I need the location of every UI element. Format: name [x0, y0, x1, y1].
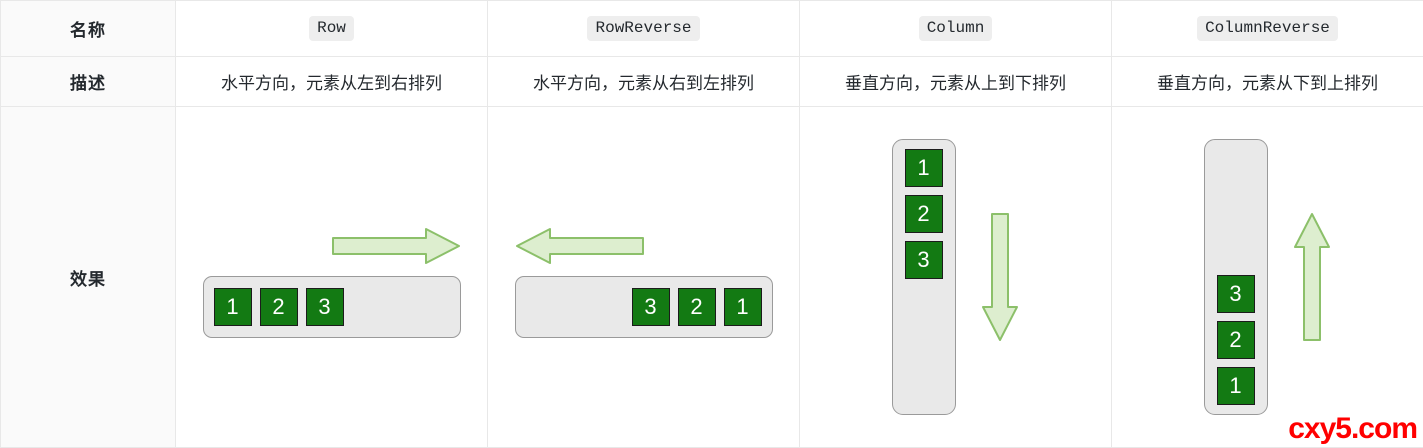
cell-name-row: Row [176, 1, 488, 57]
arrow-up-icon [1293, 212, 1331, 342]
flex-item: 3 [1217, 275, 1255, 313]
cell-effect-column: 1 2 3 [800, 107, 1112, 448]
cell-name-rowreverse: RowReverse [488, 1, 800, 57]
flex-item: 3 [632, 288, 670, 326]
arrow-slot-rowreverse [515, 216, 773, 276]
flex-item: 2 [678, 288, 716, 326]
flex-item: 1 [905, 149, 943, 187]
row-label-name: 名称 [1, 1, 176, 57]
flex-container-columnreverse: 3 2 1 [1204, 139, 1268, 415]
flex-container-rowreverse: 3 2 1 [515, 276, 773, 338]
diagram-row: 1 2 3 [176, 107, 487, 447]
row-label-effect: 效果 [1, 107, 176, 448]
flex-item: 1 [724, 288, 762, 326]
flex-item: 2 [905, 195, 943, 233]
flex-item: 1 [1217, 367, 1255, 405]
cell-description-columnreverse: 垂直方向，元素从下到上排列 [1112, 57, 1423, 107]
flex-item: 2 [260, 288, 298, 326]
diagram-columnreverse: 3 2 1 [1112, 107, 1423, 447]
table-row-effect: 效果 [1, 107, 1423, 448]
diagram-column-inner: 1 2 3 [892, 139, 1020, 415]
cell-description-rowreverse: 水平方向，元素从右到左排列 [488, 57, 800, 107]
cell-description-column: 垂直方向，元素从上到下排列 [800, 57, 1112, 107]
cell-name-column: Column [800, 1, 1112, 57]
cell-effect-row: 1 2 3 [176, 107, 488, 448]
diagram-column: 1 2 3 [800, 107, 1111, 447]
table-row-name: 名称 Row RowReverse Column ColumnReverse [1, 1, 1423, 57]
flex-item: 3 [905, 241, 943, 279]
diagram-rowreverse-inner: 3 2 1 [515, 216, 773, 338]
diagram-rowreverse: 3 2 1 [488, 107, 799, 447]
arrow-right-icon [331, 227, 461, 265]
arrow-slot-row [203, 216, 461, 276]
flex-item: 2 [1217, 321, 1255, 359]
table-row-description: 描述 水平方向，元素从左到右排列 水平方向，元素从右到左排列 垂直方向，元素从上… [1, 57, 1423, 107]
cell-description-row: 水平方向，元素从左到右排列 [176, 57, 488, 107]
cell-name-columnreverse: ColumnReverse [1112, 1, 1423, 57]
arrow-down-icon [981, 212, 1019, 342]
code-badge-column: Column [919, 16, 993, 41]
arrow-slot-columnreverse [1292, 139, 1332, 415]
code-badge-row: Row [309, 16, 354, 41]
flex-container-row: 1 2 3 [203, 276, 461, 338]
row-label-description: 描述 [1, 57, 176, 107]
flex-item: 1 [214, 288, 252, 326]
code-badge-columnreverse: ColumnReverse [1197, 16, 1338, 41]
arrow-left-icon [515, 227, 645, 265]
diagram-row-inner: 1 2 3 [203, 216, 461, 338]
flex-item: 3 [306, 288, 344, 326]
flex-container-column: 1 2 3 [892, 139, 956, 415]
arrow-slot-column [980, 139, 1020, 415]
diagram-columnreverse-inner: 3 2 1 [1204, 139, 1332, 415]
cell-effect-columnreverse: 3 2 1 [1112, 107, 1423, 448]
code-badge-rowreverse: RowReverse [587, 16, 699, 41]
cell-effect-rowreverse: 3 2 1 [488, 107, 800, 448]
watermark: cxy5.com [1288, 414, 1417, 444]
